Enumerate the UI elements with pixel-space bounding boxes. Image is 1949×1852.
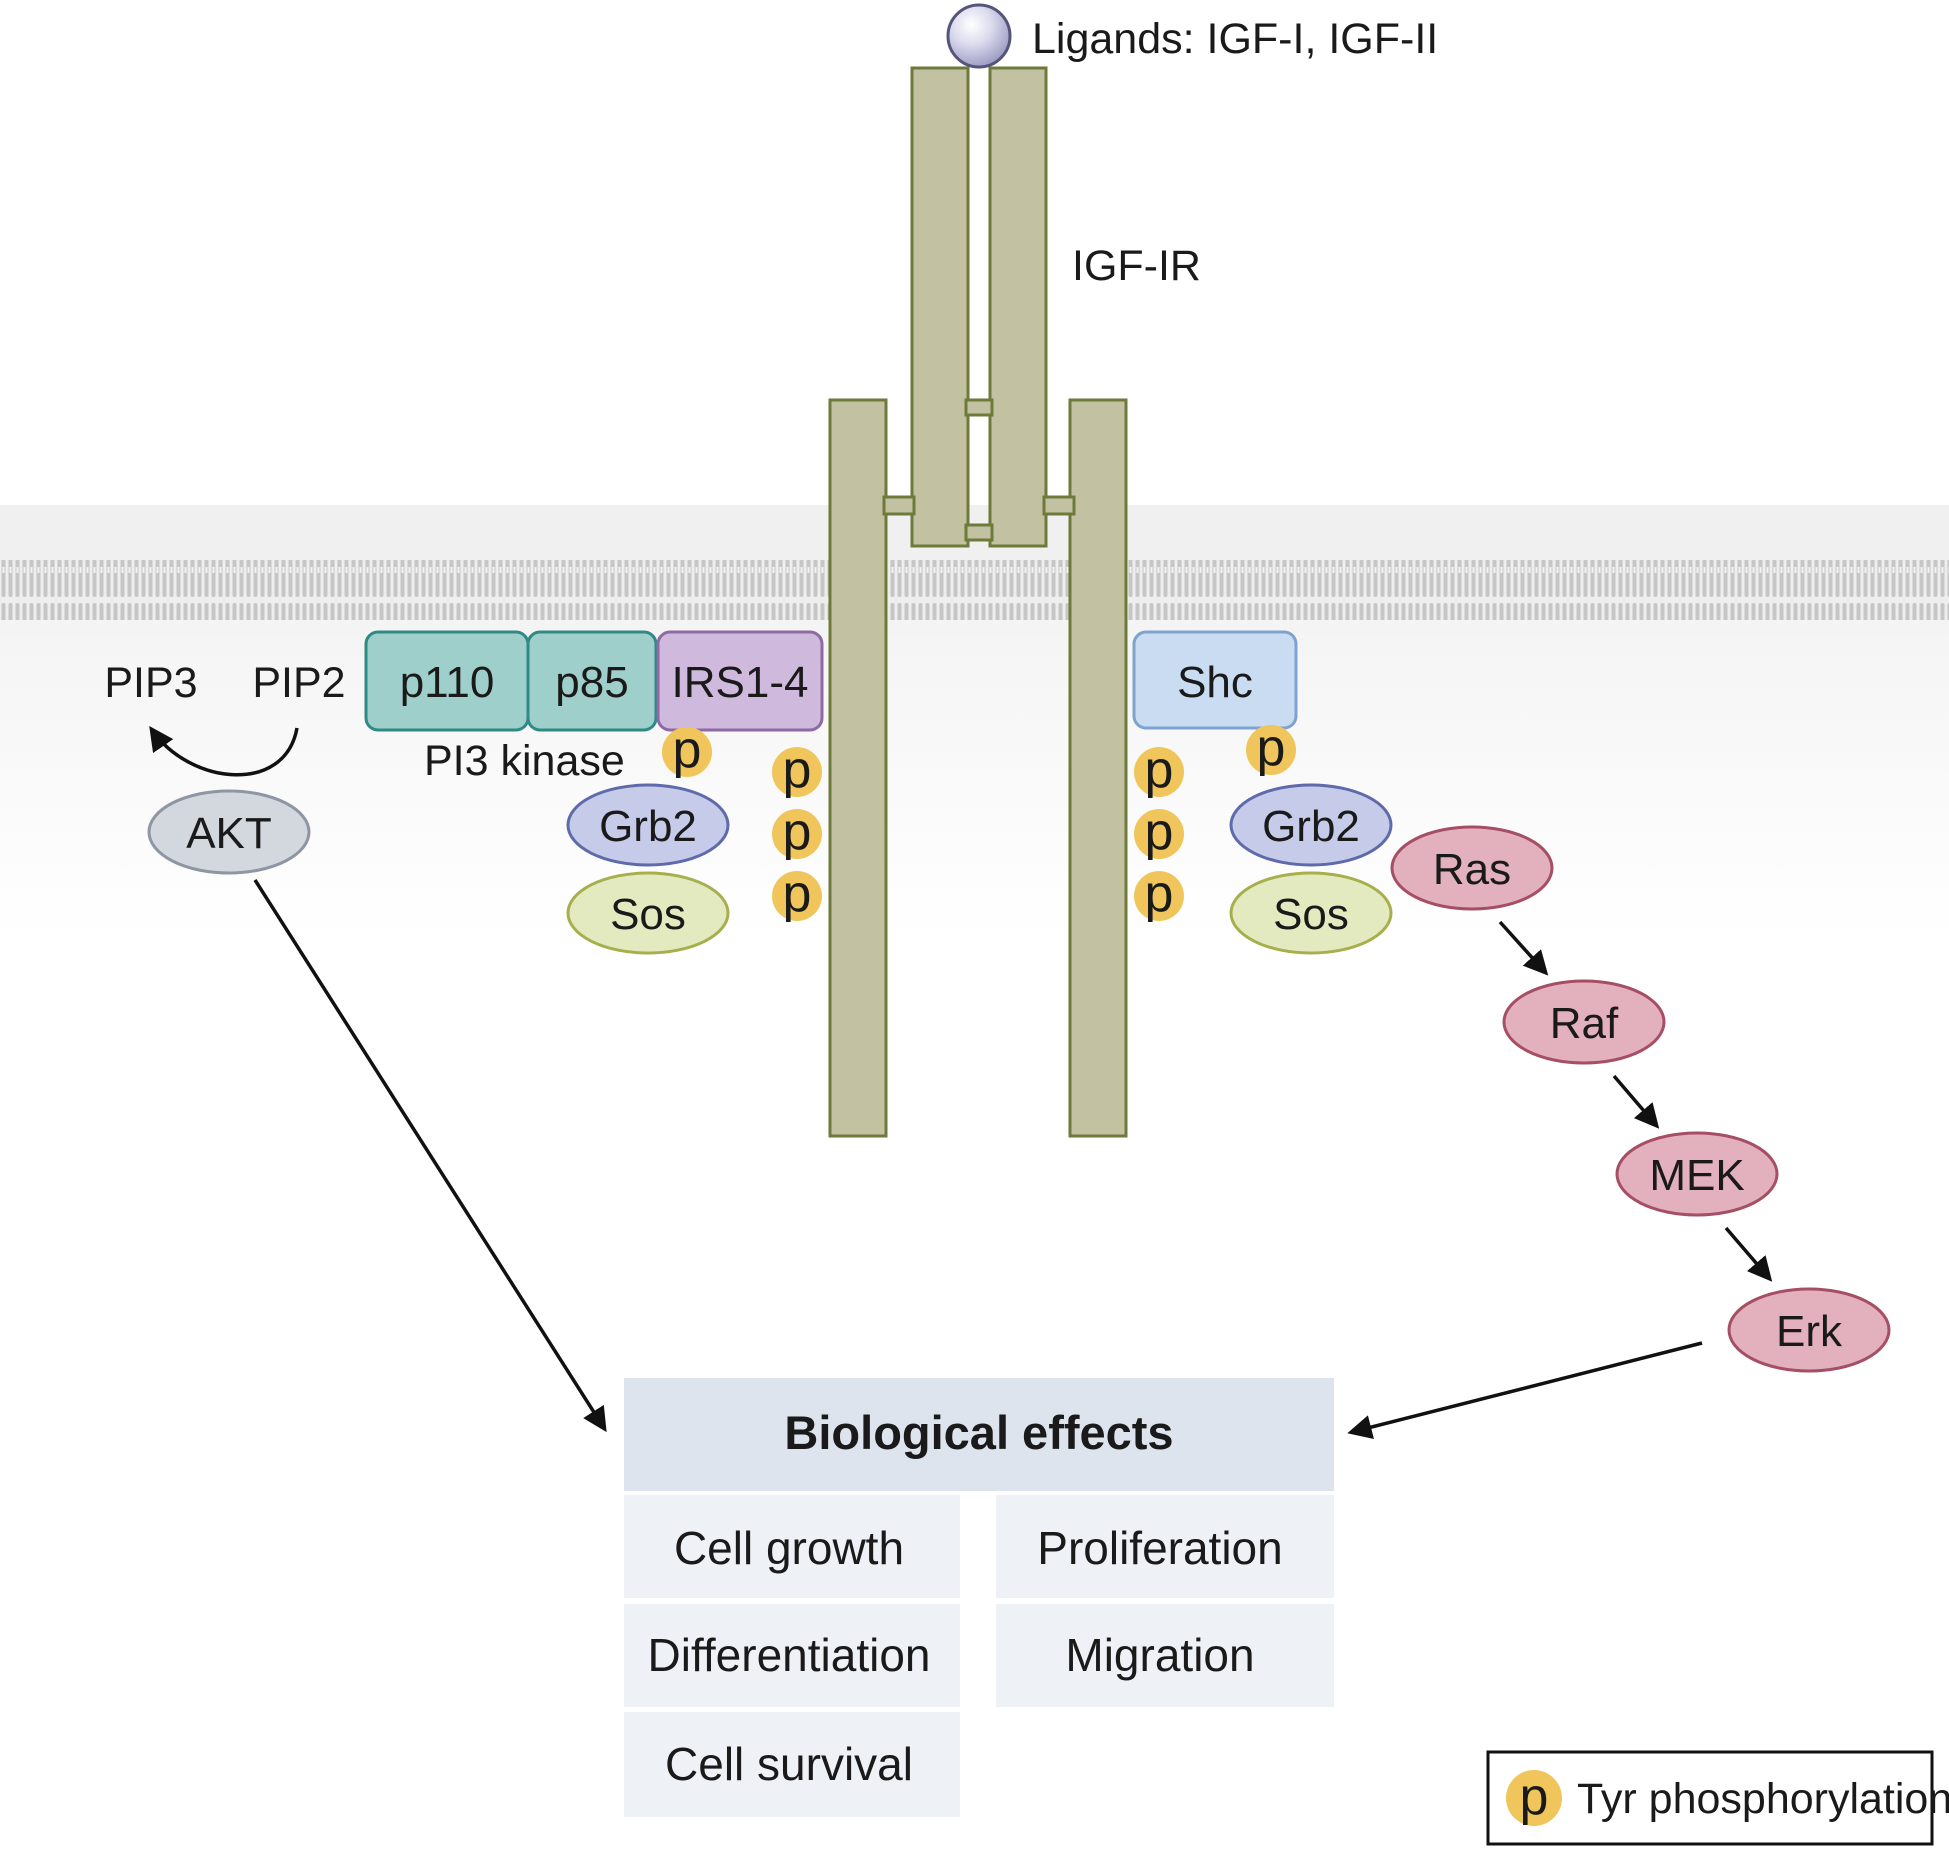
irs-protein (656, 630, 824, 732)
receptor-alpha-right (988, 66, 1048, 548)
sos-left-label: Sos (610, 890, 686, 939)
grb2-right (1229, 783, 1393, 867)
receptor-label: IGF-IR (1072, 242, 1201, 290)
shc-protein (1132, 630, 1298, 730)
effect-differentiation: Differentiation (648, 1629, 931, 1681)
phospho-site-shc: p (1246, 719, 1296, 777)
effect-proliferation: Proliferation (1037, 1522, 1282, 1574)
phospho-site-irs: p (662, 721, 712, 779)
arrow-ras-to-raf (1498, 920, 1549, 976)
arrow-erk-to-effects (1347, 1341, 1703, 1440)
lipid-bilayer (0, 560, 1949, 620)
raf-node (1502, 979, 1666, 1065)
phospho-glyph: p (673, 721, 702, 779)
phospho-glyph: p (1145, 741, 1174, 799)
phospho-glyph: p (783, 741, 812, 799)
legend-glyph: p (1520, 1768, 1549, 1826)
sos-left (566, 871, 730, 955)
effect-cell-growth: Cell growth (674, 1522, 904, 1574)
effect-cell-survival: Cell survival (665, 1738, 913, 1790)
p85-label: p85 (555, 658, 628, 707)
biological-effects-title: Biological effects (784, 1406, 1173, 1459)
irs-label: IRS1-4 (672, 658, 809, 707)
mek-node (1615, 1131, 1779, 1217)
effect-cell-growth-box (624, 1495, 960, 1598)
effect-migration: Migration (1065, 1629, 1254, 1681)
ras-label: Ras (1433, 845, 1511, 894)
ligand-sphere (946, 3, 1012, 69)
receptor-alpha-left (910, 66, 970, 548)
ras-node (1390, 825, 1554, 911)
arrow-mek-to-erk (1724, 1226, 1773, 1282)
phospho-site-receptor-right: p p p (1134, 741, 1184, 923)
phospho-site-receptor-left: p p p (772, 741, 822, 923)
sos-right (1229, 871, 1393, 955)
pi3-kinase-label: PI3 kinase (424, 737, 625, 785)
legend-label: Tyr phosphorylation (1577, 1775, 1949, 1823)
grb2-left-label: Grb2 (599, 802, 697, 851)
ligand-label: Ligands: IGF-I, IGF-II (1032, 15, 1438, 63)
grb2-left (566, 783, 730, 867)
igf-ir-receptor (828, 66, 1128, 1138)
phospho-glyph: p (783, 865, 812, 923)
pip2-label: PIP2 (252, 659, 345, 707)
erk-node (1727, 1287, 1891, 1373)
arrow-raf-to-mek (1612, 1074, 1660, 1129)
phospho-glyph: p (1145, 803, 1174, 861)
effect-migration-box (996, 1604, 1334, 1707)
shc-label: Shc (1177, 658, 1253, 707)
akt-node (147, 789, 311, 875)
biological-effects-header (624, 1378, 1334, 1491)
erk-label: Erk (1776, 1307, 1843, 1356)
phospho-glyph: p (783, 803, 812, 861)
cytoplasm-region (0, 618, 1949, 938)
receptor-beta-left (828, 398, 888, 1138)
p110-label: p110 (400, 658, 495, 707)
phosphorylation-sites: p p p p p p p p (662, 719, 1296, 923)
receptor-link-left (882, 495, 916, 516)
receptor-link-right (1042, 495, 1076, 516)
receptor-bridge-lower (964, 523, 994, 542)
arrow-akt-to-effects (253, 879, 607, 1433)
pip2-to-pip3-arrow (149, 725, 299, 777)
receptor-bridge-upper (964, 398, 994, 417)
mek-label: MEK (1649, 1151, 1744, 1200)
legend: p Tyr phosphorylation (1486, 1750, 1949, 1846)
p85-subunit (526, 630, 658, 732)
phospho-glyph: p (1145, 865, 1174, 923)
grb2-right-label: Grb2 (1262, 802, 1360, 851)
effect-proliferation-box (996, 1495, 1334, 1598)
phospho-glyph: p (1257, 719, 1286, 777)
legend-phospho-symbol (1506, 1770, 1562, 1826)
effect-cell-survival-box (624, 1712, 960, 1817)
akt-label: AKT (186, 809, 272, 858)
effect-differentiation-box (624, 1604, 960, 1707)
pip3-label: PIP3 (104, 659, 197, 707)
sos-right-label: Sos (1273, 890, 1349, 939)
receptor-beta-right (1068, 398, 1128, 1138)
cascade-arrows (253, 879, 1773, 1440)
raf-label: Raf (1550, 999, 1619, 1048)
